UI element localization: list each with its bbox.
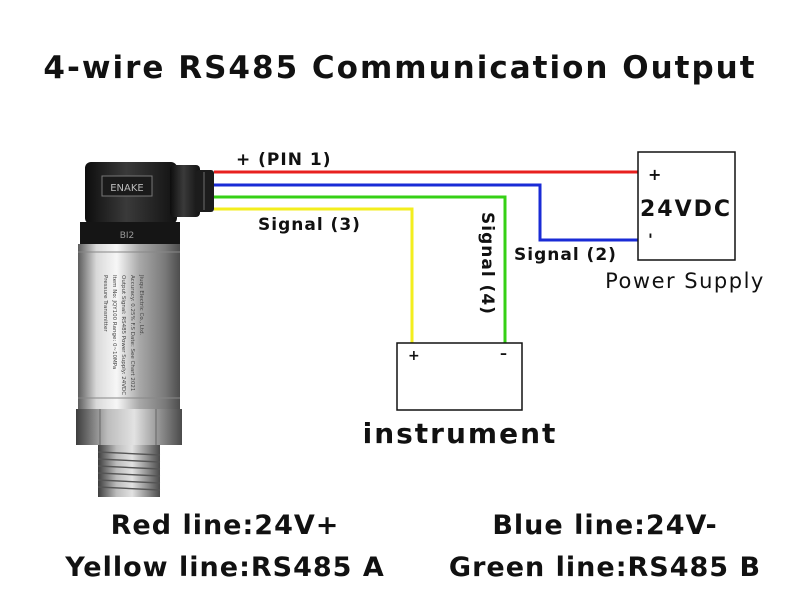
instrument-caption: instrument — [363, 417, 558, 450]
yellow-wire — [214, 207, 414, 343]
signal-3-label: Signal (3) — [258, 215, 361, 235]
sensor-label-line: Output Signal: RS485 Power Supply: 24VDC — [120, 275, 126, 395]
sensor-label-line: Pressure Transmitter — [102, 275, 108, 332]
red-wire-label: + (PIN 1) — [236, 150, 331, 170]
blue-wire — [214, 183, 638, 242]
connector-badge: ENAKE — [110, 183, 144, 194]
diagram-title: 4-wire RS485 Communication Output — [43, 50, 757, 86]
legend-yellow-line: Yellow line:RS485 A — [65, 552, 385, 583]
power-supply-box — [637, 151, 736, 261]
legend-right: Blue line:24V- Green line:RS485 B — [420, 505, 790, 589]
legend-green-line: Green line:RS485 B — [448, 552, 762, 583]
sensor-label-line: Jiuqu Electric Co., Ltd. — [138, 274, 144, 336]
power-supply-plus: + — [648, 165, 661, 184]
sensor-label-line: Accuracy: 0.25% F.S Date: See Chart 2021 — [129, 275, 135, 391]
instrument-minus: – — [500, 346, 507, 362]
power-supply-minus: ' — [648, 230, 653, 249]
instrument-box — [396, 342, 523, 411]
green-wire — [214, 195, 507, 343]
sensor-label-line: Item No: JQY100 Range: 0~10MPa — [111, 275, 117, 369]
signal-2-label: Signal (2) — [514, 245, 617, 265]
legend-red-line: Red line:24V+ — [110, 510, 340, 541]
power-supply-voltage: 24VDC — [640, 197, 732, 222]
legend-left: Red line:24V+ Yellow line:RS485 A — [40, 505, 410, 589]
legend-blue-line: Blue line:24V- — [492, 510, 718, 541]
pressure-transmitter-image: ENAKE BI2 Pressure Transmitter Item No: … — [76, 162, 214, 497]
rating-code: BI2 — [120, 231, 135, 241]
signal-4-label: Signal (4) — [477, 212, 497, 315]
power-supply-caption: Power Supply — [605, 269, 765, 293]
instrument-plus: + — [408, 348, 420, 364]
